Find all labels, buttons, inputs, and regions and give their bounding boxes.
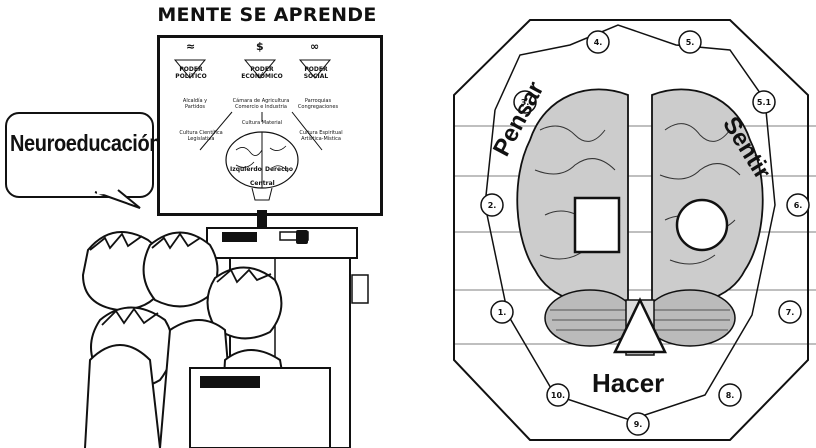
number-7: 7.: [786, 308, 795, 317]
cultura-material-label: Cultura Material: [241, 120, 283, 126]
speech-bubble: [5, 112, 154, 198]
page-title: MENTE SE APRENDE: [157, 4, 377, 26]
left-illustration-panel: MENTE SE APRENDE Neuroeducación: [5, 4, 383, 448]
poder-social-label: PODER SOCIAL: [303, 66, 329, 81]
right-brain-diagram-panel: 1. 2. 3. 4. 5. 5.1 6. 7. 8. 9. 10. Pensa…: [440, 0, 816, 448]
screen-diagram-graphics: [81, 59, 369, 448]
poder-politico-label: PODER POLÍTICO: [175, 66, 207, 81]
poder-economico-label: PODER ECONÓMICO: [241, 66, 283, 81]
speech-bubble-text: Neuroeducación: [10, 131, 162, 157]
number-10: 10.: [551, 391, 565, 400]
brain-diagram: [453, 19, 816, 441]
poder-social-sub: Parroquias Congregaciones: [297, 98, 339, 110]
social-symbol: ∞: [310, 40, 320, 53]
economico-symbol: $: [256, 40, 264, 53]
central-label: Central: [250, 180, 275, 187]
number-6: 6.: [794, 201, 803, 210]
number-1: 1.: [498, 308, 507, 317]
izquierdo-label: Izquierdo: [230, 166, 262, 173]
poder-economico-sub: Cámara de Agricultura Comercio e Industr…: [232, 98, 290, 110]
number-3: 3.: [521, 98, 530, 107]
politico-symbol: ≈: [186, 40, 196, 53]
number-5: 5.: [686, 38, 695, 47]
number-2: 2.: [488, 201, 497, 210]
cultura-cientifica-label: Cultura Científica Legislativa: [179, 130, 223, 142]
cultura-espiritual-label: Cultura Espiritual Artística-Mística: [299, 130, 343, 142]
number-9: 9.: [634, 420, 643, 429]
number-5-1: 5.1: [757, 98, 772, 107]
numbers-layer: 1. 2. 3. 4. 5. 5.1 6. 7. 8. 9. 10.: [488, 38, 803, 429]
hacer-label: Hacer: [592, 368, 665, 398]
poder-politico-sub: Alcaldía y Partidos: [182, 98, 208, 110]
speech-bubble-tail: [94, 189, 141, 209]
derecho-label: Derecho: [264, 166, 294, 173]
number-4: 4.: [594, 38, 603, 47]
number-8: 8.: [726, 391, 735, 400]
